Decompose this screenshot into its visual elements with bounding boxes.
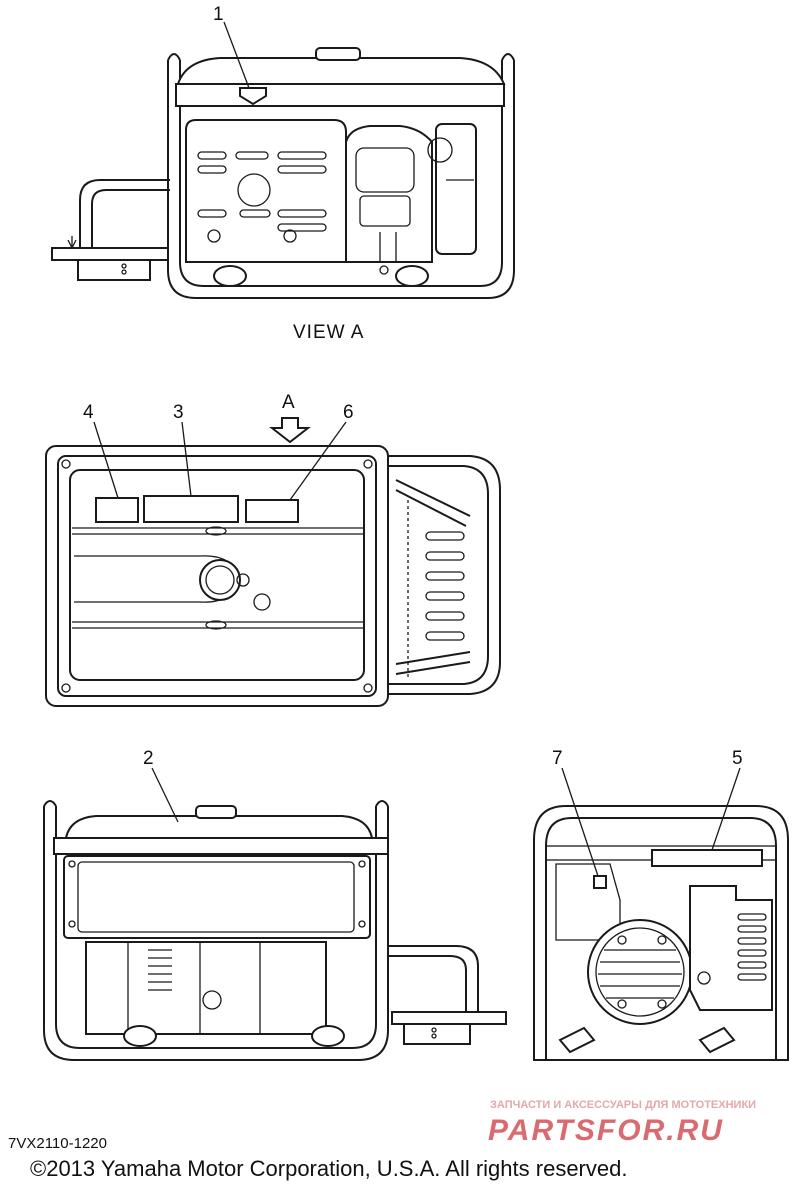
callout-5-leader (711, 767, 741, 851)
rear-view-drawing (533, 805, 789, 1061)
view-a-arrow-label: A (282, 392, 295, 413)
callout-7-leader (561, 767, 599, 877)
watermark-tagline: ЗАПЧАСТИ И АКСЕССУАРЫ ДЛЯ МОТОТЕХНИКИ (490, 1099, 756, 1111)
label-4-box (95, 497, 139, 523)
callout-5: 5 (732, 748, 743, 769)
view-a-label: VIEW A (293, 322, 364, 343)
callout-2-leader (151, 767, 179, 823)
label-3-box (143, 495, 239, 523)
side-view-drawing (43, 800, 507, 1061)
watermark-brand: PARTSFOR.RU (488, 1114, 724, 1147)
callout-1: 1 (213, 4, 224, 25)
callout-3: 3 (173, 402, 184, 423)
label-7-box (593, 875, 607, 889)
callout-6-leader (289, 421, 347, 501)
view-a-arrow (269, 417, 311, 444)
label-5-box (651, 849, 763, 867)
callout-2: 2 (143, 748, 154, 769)
copyright: ©2013 Yamaha Motor Corporation, U.S.A. A… (30, 1156, 627, 1181)
label-6-box (245, 499, 299, 523)
part-code: 7VX2110-1220 (8, 1135, 107, 1152)
view-a-side-drawing (51, 47, 515, 299)
callout-6: 6 (343, 402, 354, 423)
callout-4: 4 (83, 402, 94, 423)
callout-4-leader (93, 421, 119, 499)
callout-7: 7 (552, 748, 563, 769)
top-view-drawing (45, 445, 501, 707)
callout-3-leader (181, 421, 192, 497)
callout-1-leader (223, 21, 250, 89)
